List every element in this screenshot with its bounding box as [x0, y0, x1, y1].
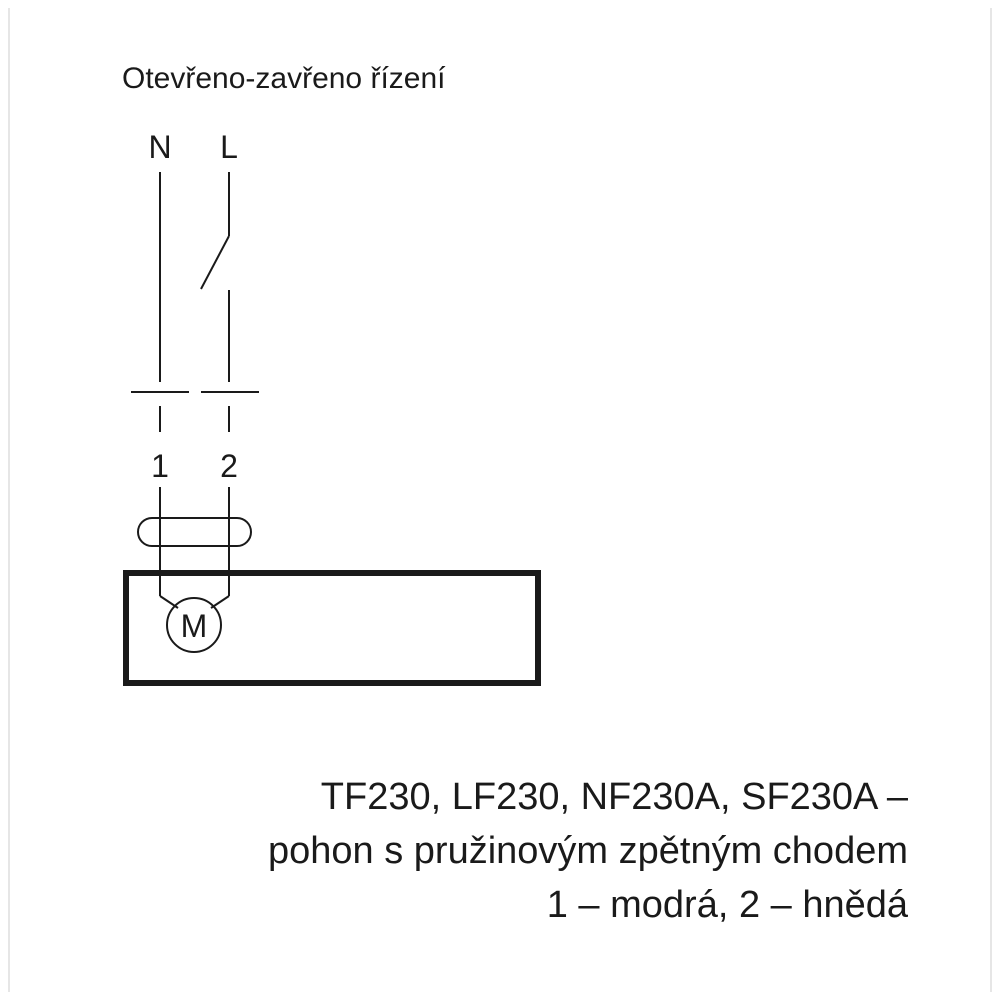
diagram-title: Otevřeno-zavřeno řízení — [122, 62, 446, 95]
caption: TF230, LF230, NF230A, SF230A – pohon s p… — [268, 770, 908, 932]
terminal-label-l: L — [220, 129, 238, 165]
motor-label: M — [181, 608, 208, 644]
actuator-housing — [123, 570, 541, 686]
page-frame — [8, 8, 992, 992]
wire-number-1: 1 — [151, 448, 169, 484]
caption-models: TF230, LF230, NF230A, SF230A – — [320, 776, 908, 818]
motor-symbol — [166, 597, 222, 653]
caption-wire-colors: 1 – modrá, 2 – hnědá — [546, 884, 908, 926]
caption-description: pohon s pružinovým zpětným chodem — [268, 830, 908, 872]
wire-number-2: 2 — [220, 448, 238, 484]
switch-contact — [200, 235, 230, 290]
terminal-label-n: N — [148, 129, 171, 165]
cable-sheath — [137, 517, 252, 547]
